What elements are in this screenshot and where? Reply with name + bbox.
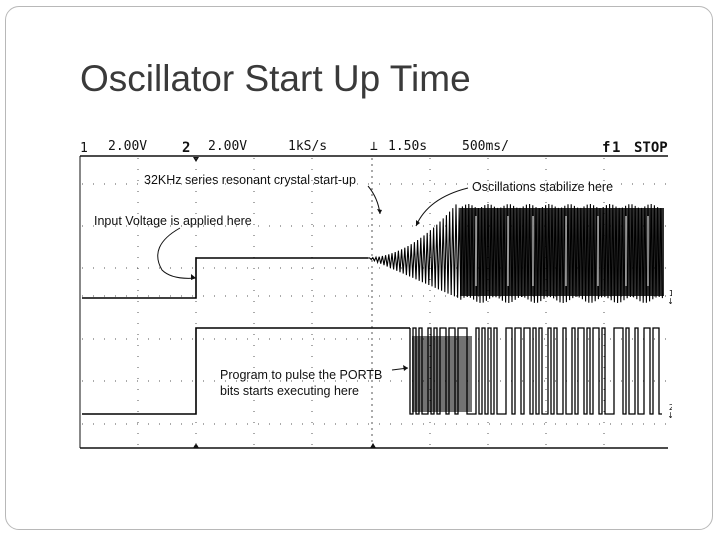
trigger-slope-marker: f <box>602 140 610 156</box>
program-arrowhead <box>403 365 408 371</box>
input-voltage-annotation: Input Voltage is applied here <box>94 214 252 228</box>
ch1-scale: 2.00V <box>108 139 147 154</box>
ch2-pulse-burst-fill <box>412 336 472 412</box>
input-voltage-arrowhead <box>191 274 196 280</box>
bottom-center-marker <box>370 443 376 448</box>
ch2-trace-pulses <box>409 327 662 415</box>
graticule <box>82 158 666 446</box>
trigger-source: 1 <box>612 140 620 156</box>
ch2-level-arrow-icon: ↓ <box>667 411 672 420</box>
stabilize-arrow <box>415 187 469 227</box>
ch1-number: 1 <box>80 141 88 156</box>
ch1-level-arrow-icon: ↓ <box>667 297 672 306</box>
crystal-annotation: 32KHz series resonant crystal start-up <box>144 173 356 187</box>
oscilloscope-capture: 1 2.00V 2 2.00V 1kS/s ⊥ 1.50s 500ms/ f 1… <box>78 136 672 454</box>
stabilize-annotation: Oscillations stabilize here <box>472 180 613 194</box>
top-trigger-marker <box>193 157 199 162</box>
run-state: STOP <box>634 140 668 156</box>
ch2-trace-step <box>82 327 410 415</box>
sample-rate: 1kS/s <box>288 139 327 154</box>
oscilloscope-screen: 1 2.00V 2 2.00V 1kS/s ⊥ 1.50s 500ms/ f 1… <box>79 139 672 449</box>
ch2-level-marker: 2 <box>669 403 672 412</box>
ch2-number: 2 <box>182 140 190 156</box>
time-per-div: 500ms/ <box>462 139 509 154</box>
program-annotation-line1: Program to pulse the PORTB <box>220 368 382 382</box>
trigger-position-icon: ⊥ <box>370 139 378 154</box>
bottom-trigger-marker <box>193 443 199 448</box>
slide-title: Oscillator Start Up Time <box>80 58 471 99</box>
ch1-level-marker: 1 <box>669 289 672 298</box>
stabilize-arrowhead <box>416 220 420 226</box>
crystal-arrowhead <box>377 209 382 214</box>
input-voltage-arrow <box>157 227 197 279</box>
time-offset: 1.50s <box>388 139 427 154</box>
program-annotation-line2: bits starts executing here <box>220 384 359 398</box>
ch2-scale: 2.00V <box>208 139 247 154</box>
signal-traces <box>82 203 664 415</box>
ch1-oscillation-fill <box>460 208 664 296</box>
ch1-trace-step <box>82 257 368 299</box>
